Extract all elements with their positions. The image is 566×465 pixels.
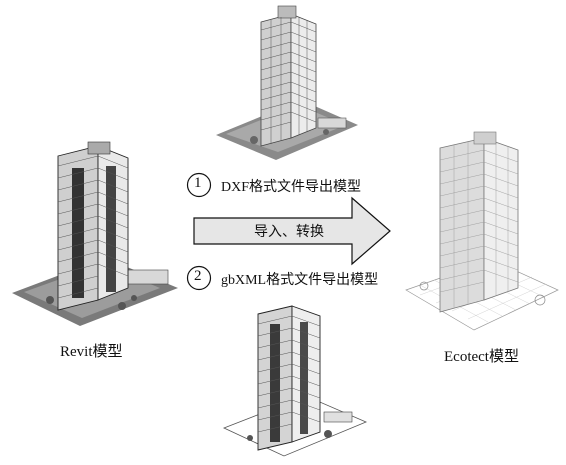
- ecotect-model-caption: Ecotect模型: [444, 349, 519, 365]
- import-convert-arrow: [193, 196, 391, 266]
- ecotect-model-image: [405, 131, 559, 331]
- step1-label: DXF格式文件导出模型: [221, 180, 362, 195]
- dxf-model-image: [216, 5, 358, 160]
- revit-model-caption: Revit模型: [60, 344, 123, 360]
- step2-label: gbXML格式文件导出模型: [221, 273, 379, 288]
- step2-circle: [186, 265, 212, 291]
- step1-number: 1: [194, 175, 202, 191]
- arrow-shape: [193, 196, 391, 266]
- arrow-label: 导入、转换: [254, 225, 324, 240]
- step2-number: 2: [194, 268, 202, 284]
- gbxml-model-image: [222, 305, 368, 457]
- revit-model-image: [12, 141, 178, 326]
- step1-circle: [186, 172, 212, 198]
